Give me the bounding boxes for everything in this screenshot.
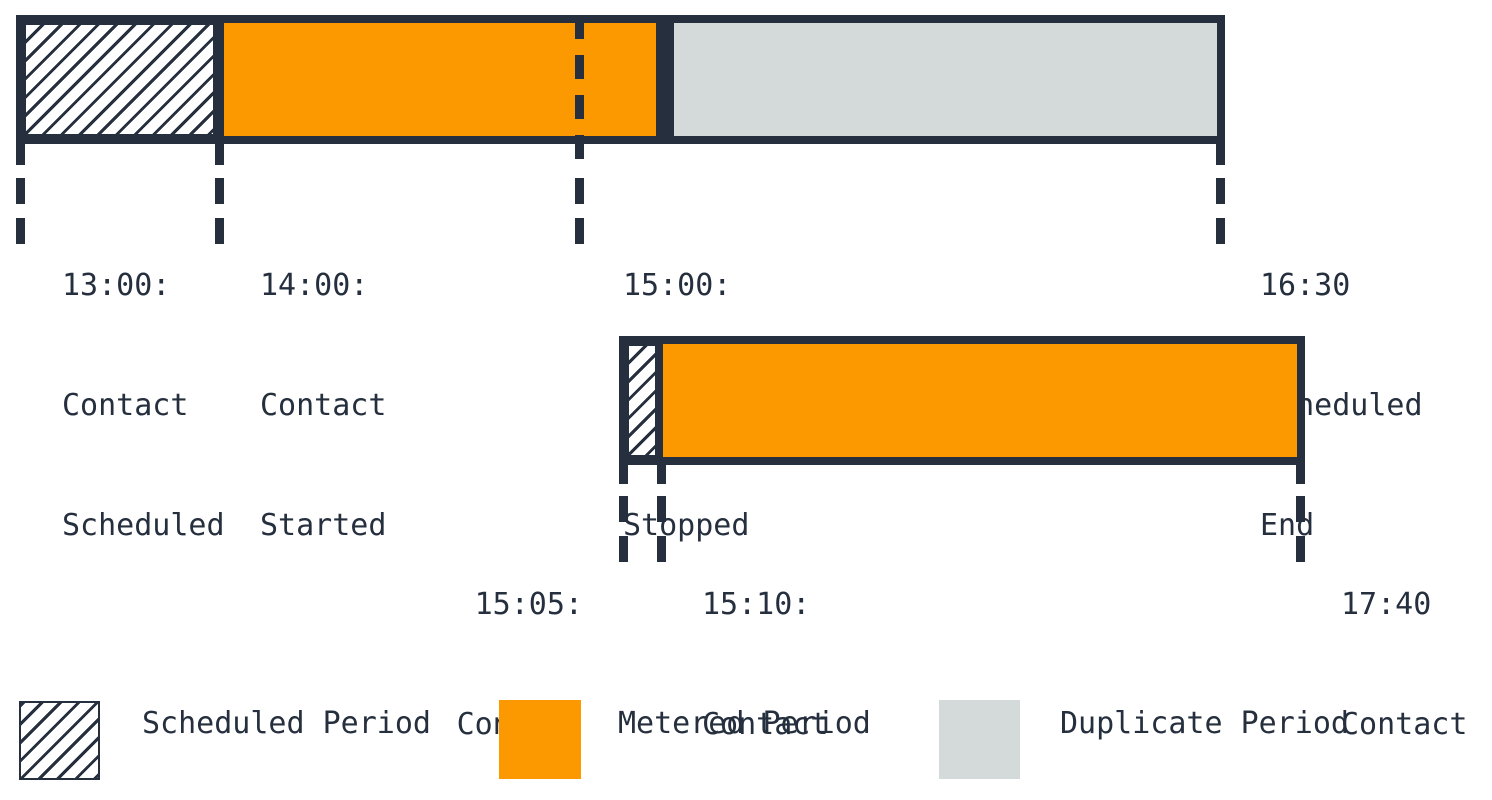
dash-icon (16, 178, 25, 204)
event-tick-contact-started-2 (657, 465, 666, 484)
dash-icon (1216, 178, 1225, 204)
event-dash-marker (215, 178, 224, 244)
event-dash-marker (1216, 178, 1225, 244)
event-time: 15:10: (702, 587, 811, 622)
event-time: 17:40 (1341, 587, 1432, 622)
contact-stopped-dashed-line (575, 15, 584, 165)
event-dash-marker (575, 178, 584, 244)
event-text: Contact (702, 707, 829, 742)
event-time: 15:05: (474, 587, 583, 622)
event-dash-marker (619, 496, 628, 562)
event-tick-contact-started-1 (215, 144, 224, 165)
event-dash-marker (1296, 496, 1305, 562)
dash-icon (575, 218, 584, 244)
metered-period-segment (663, 344, 1297, 457)
segment-divider (656, 23, 674, 136)
event-text: Contact (62, 388, 189, 423)
legend-swatch-duplicate-period-icon (939, 700, 1020, 779)
dash-icon (657, 536, 666, 562)
dash-icon (16, 218, 25, 244)
event-tick-scheduled-end (1216, 144, 1225, 165)
timeline-bar-second-contact (619, 336, 1305, 465)
event-time: 16:30 (1260, 268, 1351, 303)
event-tick-contact-scheduled-2 (619, 465, 628, 484)
dash-icon (619, 536, 628, 562)
dash-icon (1296, 536, 1305, 562)
event-text: Stopped (623, 508, 750, 543)
dash-icon (619, 496, 628, 522)
event-label-contact-started-1: 14:00: Contact Started (260, 186, 386, 626)
legend-swatch-scheduled-period-icon (19, 701, 100, 780)
event-text: Started (260, 508, 387, 543)
event-tick-contact-ended (1296, 465, 1305, 484)
metered-period-segment (224, 23, 656, 136)
scheduled-period-segment (24, 23, 215, 136)
event-dash-marker (657, 496, 666, 562)
legend-label-metered-period: Metered Period (618, 706, 871, 741)
event-text: Contact (1341, 707, 1468, 742)
event-label-contact-started-2: 15:10: Contact Started (702, 505, 828, 800)
dash-icon (1216, 218, 1225, 244)
dash-icon (657, 496, 666, 522)
event-label-contact-ended: 17:40 Contact Ended (1341, 505, 1467, 800)
timeline-bar-first-contact (16, 15, 1225, 144)
event-text: End (1260, 508, 1315, 543)
dash-icon (215, 178, 224, 204)
event-label-contact-scheduled-1: 13:00: Contact Scheduled (62, 186, 225, 626)
event-text: Contact (260, 388, 387, 423)
event-time: 14:00: (260, 268, 369, 303)
duplicate-period-segment (674, 23, 1217, 136)
dash-icon (215, 218, 224, 244)
legend-label-duplicate-period: Duplicate Period (1060, 706, 1349, 741)
dash-icon (1296, 496, 1305, 522)
legend-swatch-metered-period-icon (499, 700, 581, 779)
legend-label-scheduled-period: Scheduled Period (142, 706, 431, 741)
event-time: 13:00: (62, 268, 171, 303)
event-time: 15:00: (623, 268, 732, 303)
segment-divider (215, 23, 224, 136)
event-dash-marker (16, 178, 25, 244)
scheduled-period-segment (627, 344, 657, 457)
event-text: Scheduled (62, 508, 225, 543)
segment-divider (657, 344, 663, 457)
dash-icon (575, 178, 584, 204)
event-tick-contact-scheduled-1 (16, 144, 25, 165)
